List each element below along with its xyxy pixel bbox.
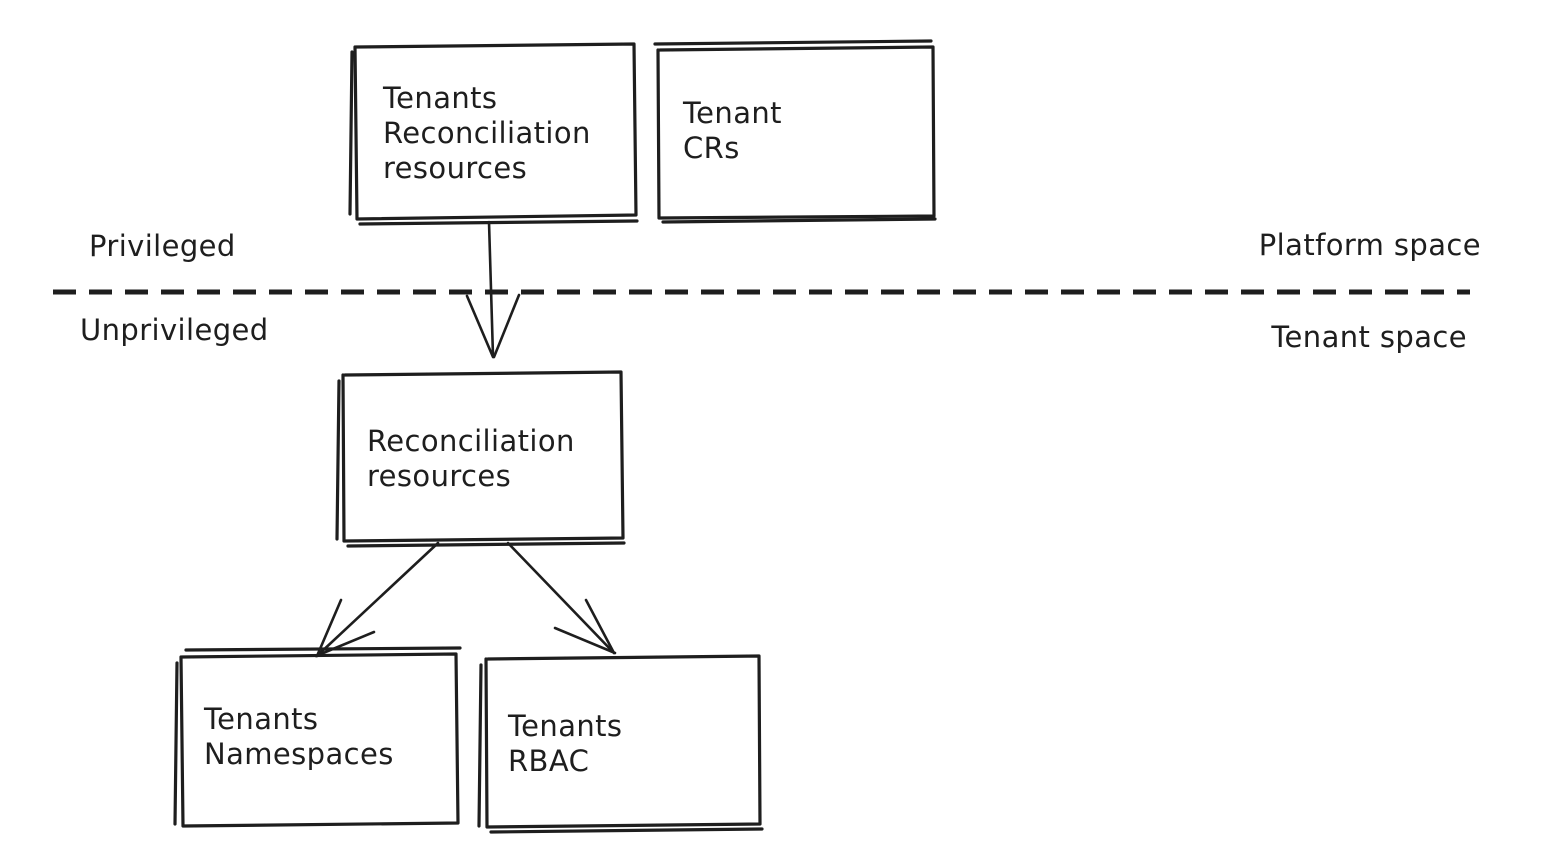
node-tenants-reconciliation-resources[interactable]: Tenants Reconciliation resources [355, 44, 637, 222]
node-reconciliation-resources[interactable]: Reconciliation resources [339, 372, 624, 546]
divider-label-privileged: Privileged [89, 229, 236, 263]
divider-label-platform-space: Platform space [1258, 228, 1481, 262]
node-label: Tenant CRs [683, 96, 782, 165]
node-label: Tenants Reconciliation resources [383, 80, 591, 185]
node-tenant-crs[interactable]: Tenant CRs [655, 41, 936, 221]
node-label: Tenants RBAC [508, 709, 623, 778]
arrow-tenants-reconciliation-to-reconciliation [465, 220, 521, 359]
divider-label-unprivileged: Unprivileged [80, 313, 269, 347]
node-label: Reconciliation resources [367, 424, 575, 493]
arrow-reconciliation-to-tenants-namespaces [314, 541, 440, 658]
arrow-reconciliation-to-tenants-rbac [506, 541, 617, 655]
node-tenants-rbac[interactable]: Tenants RBAC [480, 656, 762, 832]
node-tenants-namespaces[interactable]: Tenants Namespaces [176, 648, 460, 826]
node-label: Tenants Namespaces [204, 702, 394, 771]
divider-label-tenant-space: Tenant space [1271, 320, 1467, 354]
